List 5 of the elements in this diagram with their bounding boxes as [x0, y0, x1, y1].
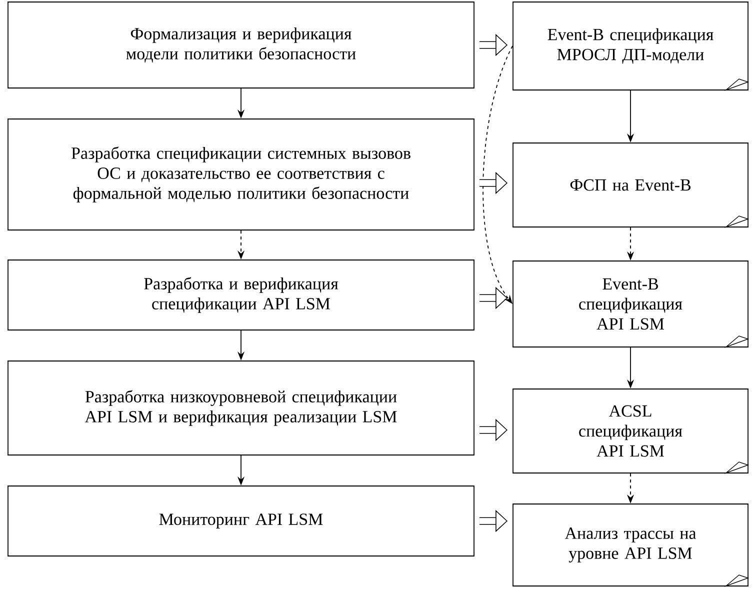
process-box: Разработка и верификация спецификации API LSM [8, 260, 474, 330]
process-box: Разработка низкоуровневой спецификации API LSM и верификация реализации LSM [8, 360, 474, 456]
process-box: Мониторинг API LSM [8, 486, 474, 556]
process-box: Разработка спецификации системных вызовов ОС и доказательство ее соответствия с формальной моделью политики безопасности [8, 118, 474, 230]
process-box: Формализация и верификация модели политики безопасности [8, 2, 474, 88]
